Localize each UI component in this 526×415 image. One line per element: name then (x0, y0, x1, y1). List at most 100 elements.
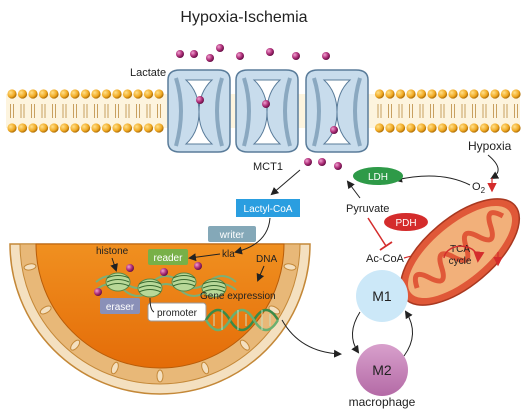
lipid-head (112, 123, 122, 133)
lipid-head (112, 89, 122, 99)
histone-octamer (105, 272, 131, 292)
dna-helix (204, 308, 280, 332)
o2-to-ldh-arrow (394, 174, 471, 186)
ac-coa-label: Ac-CoA (366, 253, 405, 265)
lipid-head (427, 89, 437, 99)
dna-label: DNA (256, 254, 277, 265)
lipid-head (7, 89, 17, 99)
title-hypoxia-ischemia: Hypoxia-Ischemia (180, 9, 307, 26)
mitochondrion (399, 198, 521, 306)
lipid-head (7, 123, 17, 133)
lipid-head (458, 123, 469, 133)
lipid-head (385, 123, 395, 133)
lipid-head (80, 89, 91, 99)
m2-to-m1-arrow (403, 310, 413, 357)
lipid-head (28, 123, 38, 133)
nuclear-pore (156, 369, 164, 383)
nuclear-pore (70, 339, 81, 351)
lipid-head (511, 89, 521, 99)
nuclear-pore (283, 263, 297, 271)
macrophage-label: macrophage (349, 395, 416, 409)
mct1-channel-1 (167, 69, 231, 153)
m2-macrophage (356, 344, 408, 396)
lipid-head (395, 89, 406, 99)
lipid-head (479, 123, 490, 133)
nuclear-pore (39, 305, 52, 315)
lipid-head (80, 123, 91, 133)
lipid-head (500, 89, 511, 99)
lipid-head (38, 89, 49, 99)
mct1-channels (167, 69, 369, 153)
pdh-inhibition (367, 217, 387, 247)
lipid-head (28, 89, 38, 99)
lipid-head (70, 89, 80, 99)
pdh-enzyme (384, 213, 428, 231)
lipid-head (416, 123, 427, 133)
lipid-head (133, 123, 143, 133)
lipid-head (154, 123, 164, 133)
lipid-head (416, 89, 427, 99)
tca-cycle-arrows (443, 245, 485, 263)
eraser-box (100, 298, 140, 314)
lipid-head (469, 89, 479, 99)
chromatin (95, 272, 237, 298)
mct1-channel-3 (305, 69, 369, 153)
gene-expression-label: Gene expression (200, 291, 276, 302)
lactyl-coa-label: Lactyl-CoA (244, 204, 293, 215)
lipid-head (374, 123, 385, 133)
histone-label: histone (96, 246, 129, 257)
lactate-label: Lactate (130, 67, 166, 79)
m2-label: M2 (372, 362, 392, 378)
lipid-head (395, 123, 406, 133)
lipid-head (59, 89, 70, 99)
gene-expression-to-macrophage-arrow (281, 319, 342, 358)
lipid-head (49, 123, 59, 133)
lipid-head (374, 89, 385, 99)
lactate-to-lactylcoa-arrow (270, 169, 301, 196)
ldh-enzyme (353, 167, 403, 185)
lipid-head (122, 89, 133, 99)
writer-label: writer (219, 230, 245, 241)
m1-macrophage (356, 270, 408, 322)
hypoxia-label: Hypoxia (468, 139, 512, 153)
nuclear-pore (239, 339, 250, 351)
lipid-head (406, 123, 416, 133)
lipid-head (490, 123, 500, 133)
tca-label-2: cycle (449, 256, 472, 267)
reader-box (148, 249, 188, 265)
lipid-head (385, 89, 395, 99)
nuclear-pore (110, 361, 119, 375)
lipid-head (448, 123, 458, 133)
hypoxia-arrow (487, 154, 500, 179)
lactyl-marks (94, 262, 202, 296)
m1-to-m2-arrow (351, 311, 361, 354)
histone-octamer (137, 278, 163, 298)
lipid-head (427, 123, 437, 133)
histone-octamer (171, 272, 197, 292)
writer-box (208, 226, 256, 242)
lipid-head (469, 123, 479, 133)
lipid-head (122, 123, 133, 133)
lipid-head (38, 123, 49, 133)
lipid-head (490, 89, 500, 99)
histone-octamer (201, 278, 227, 298)
lipid-head (458, 89, 469, 99)
eraser-label: eraser (106, 302, 135, 313)
pdh-label: PDH (395, 218, 416, 229)
pyruvate-to-lactate-arrow (346, 180, 361, 199)
lipid-head (511, 123, 521, 133)
mct1-label: MCT1 (253, 161, 283, 173)
lipid-head (143, 89, 154, 99)
lipid-head (70, 123, 80, 133)
promoter-label: promoter (157, 308, 198, 319)
nuclear-pore (23, 263, 37, 271)
lipid-head (154, 89, 164, 99)
ldh-label: LDH (368, 172, 388, 183)
lipid-head (437, 89, 448, 99)
lipid-head (406, 89, 416, 99)
nuclear-pore (201, 361, 210, 375)
lipid-head (91, 89, 101, 99)
lipid-head (49, 89, 59, 99)
